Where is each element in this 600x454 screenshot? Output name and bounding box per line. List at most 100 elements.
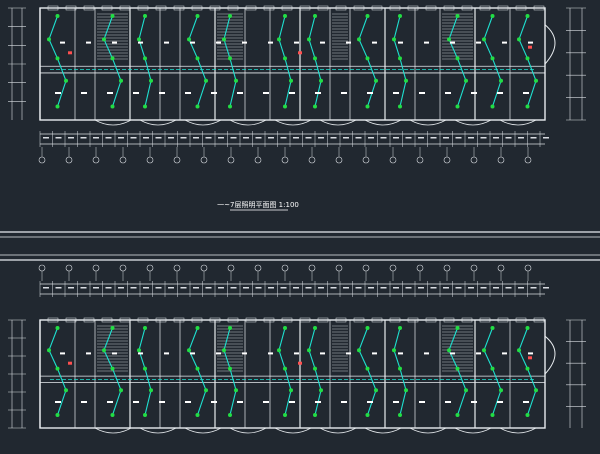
dimension-value: [218, 287, 224, 289]
light-fixture: [195, 56, 200, 61]
axis-bubble: [308, 156, 316, 164]
dimension-value: [255, 137, 262, 139]
light-fixture: [490, 14, 495, 18]
dimension-value: [405, 137, 412, 139]
window: [353, 5, 365, 11]
dimension-value: [405, 287, 412, 289]
room-tag: [211, 401, 217, 403]
light-fixture: [404, 388, 408, 393]
room-tag: [268, 41, 273, 44]
light-fixture: [283, 104, 287, 109]
room-tag: [190, 352, 195, 355]
window: [317, 317, 329, 323]
room-tag: [60, 352, 65, 355]
light-fixture: [490, 104, 495, 109]
light-fixture: [204, 388, 208, 393]
axis-bubble: [443, 264, 451, 272]
lower-floor-plan: [8, 317, 586, 434]
dimension-value: [343, 287, 349, 289]
dimension-value: [68, 137, 74, 139]
window: [317, 5, 329, 11]
axis-bubble: [497, 156, 505, 164]
light-fixture: [525, 366, 530, 371]
room-tag: [138, 352, 143, 355]
light-fixture: [365, 326, 370, 330]
light-fixture: [357, 348, 361, 353]
distribution-panel: [528, 356, 532, 360]
light-fixture: [102, 348, 106, 353]
room-tag: [190, 41, 195, 44]
window: [299, 317, 311, 323]
balcony-curve: [184, 427, 222, 434]
balcony-curve: [364, 119, 402, 126]
light-fixture: [319, 78, 323, 83]
light-fixture: [525, 104, 530, 109]
room-tag: [476, 352, 481, 355]
axis-bubble: [92, 156, 100, 164]
light-fixture: [490, 413, 495, 418]
axis-bubble: [335, 156, 343, 164]
room-tag: [133, 401, 139, 403]
light-fixture: [374, 388, 378, 393]
balcony-curve: [139, 119, 177, 126]
room-tag: [138, 41, 143, 44]
outer-wall: [39, 319, 546, 429]
window: [389, 5, 401, 11]
window: [47, 5, 59, 11]
light-fixture: [187, 348, 191, 353]
light-fixture: [447, 348, 451, 353]
axis-bubble: [470, 156, 478, 164]
light-fixture: [464, 78, 468, 83]
room-tag: [398, 41, 403, 44]
dimension-value: [493, 287, 499, 289]
room-tag: [185, 401, 191, 403]
dimension-value: [255, 287, 262, 289]
light-fixture: [365, 56, 370, 61]
balcony-curve: [499, 119, 537, 126]
dimension-value: [293, 137, 299, 139]
room-tag: [133, 92, 139, 94]
axis-bubble: [146, 156, 154, 164]
room-tag: [346, 41, 351, 44]
light-fixture: [228, 326, 232, 330]
dimension-value: [130, 287, 137, 289]
room-tag: [450, 352, 455, 355]
room-tag: [237, 401, 243, 403]
circuit-run: [188, 15, 207, 107]
window: [191, 317, 203, 323]
window: [83, 5, 95, 11]
room-tag: [216, 352, 221, 355]
dimension-value: [393, 137, 399, 139]
room-tag: [263, 401, 269, 403]
dimension-value: [243, 287, 249, 289]
light-fixture: [455, 56, 460, 61]
window: [515, 5, 527, 11]
dimension-value: [55, 137, 62, 139]
light-fixture: [110, 413, 115, 418]
room-tag: [55, 401, 61, 403]
light-fixture: [222, 37, 226, 42]
light-fixture: [490, 56, 495, 61]
dimension-value: [155, 137, 162, 139]
room-tag: [445, 401, 451, 403]
dimension-value: [243, 137, 249, 139]
light-fixture: [187, 37, 191, 42]
room-tag: [242, 41, 247, 44]
light-fixture: [228, 56, 232, 61]
dimension-value: [105, 287, 112, 289]
light-fixture: [517, 37, 521, 42]
dimension-value: [43, 287, 49, 289]
window: [227, 5, 239, 11]
room-tag: [367, 401, 373, 403]
dimension-value: [468, 137, 474, 139]
axis-bubble: [173, 156, 181, 164]
window: [155, 317, 167, 323]
room-tag: [268, 352, 273, 355]
dimension-value: [205, 287, 212, 289]
dimension-value: [230, 137, 237, 139]
window: [191, 5, 203, 11]
tower-curve: [544, 24, 556, 65]
dimension-value: [118, 287, 124, 289]
light-fixture: [313, 104, 317, 109]
balcony-curve: [319, 427, 357, 434]
